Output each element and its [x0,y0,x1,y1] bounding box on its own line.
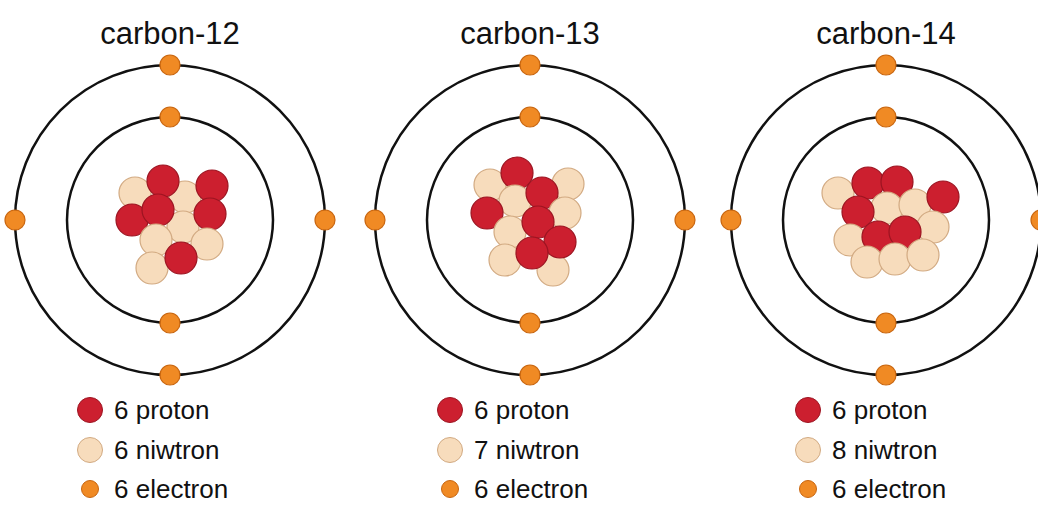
electron [160,55,180,75]
legend-swatch [437,397,463,423]
neutron [907,239,939,271]
legend-swatch-box [76,396,104,424]
legend-swatch [795,437,821,463]
legend-swatch [77,397,103,423]
electron [520,55,540,75]
inner-shell [783,117,989,323]
electron [876,313,896,333]
legend-row: 6 proton [436,393,569,427]
electron [520,107,540,127]
isotope-title: carbon-12 [100,16,240,52]
electron [5,210,25,230]
isotope-title-text: carbon-13 [460,16,600,51]
legend-swatch-box [76,475,104,503]
legend-swatch-box [436,475,464,503]
legend-swatch [795,397,821,423]
electron [1031,210,1038,230]
electron [365,210,385,230]
legend-swatch [437,437,463,463]
isotope-title-text: carbon-14 [816,16,956,51]
electron [675,210,695,230]
proton [142,194,174,226]
isotope-title: carbon-13 [460,16,600,52]
proton [544,226,576,258]
electron [520,365,540,385]
proton [165,242,197,274]
legend-swatch [81,480,99,498]
legend-swatch-box [794,436,822,464]
legend-swatch-box [794,396,822,424]
isotope-title: carbon-14 [816,16,956,52]
neutron [917,211,949,243]
neutron [851,246,883,278]
electron [520,313,540,333]
legend-swatch [441,480,459,498]
legend-text: 6 electron [114,474,228,505]
neutron [136,252,168,284]
legend-swatch-box [794,475,822,503]
legend-text: 6 proton [114,395,209,426]
legend-swatch-box [436,436,464,464]
proton [147,165,179,197]
legend-row: 6 electron [436,472,588,506]
legend-swatch-box [76,436,104,464]
legend-text: 7 niwtron [474,435,580,466]
proton [196,170,228,202]
legend-text: 6 proton [832,395,927,426]
proton [194,198,226,230]
outer-shell [15,65,325,375]
electron [315,210,335,230]
neutron [879,243,911,275]
legend-text: 6 electron [832,474,946,505]
legend-row: 6 niwtron [76,433,220,467]
inner-shell [427,117,633,323]
electron [160,107,180,127]
legend-swatch [77,437,103,463]
legend-row: 7 niwtron [436,433,580,467]
proton [516,237,548,269]
electron [160,313,180,333]
legend-text: 6 proton [474,395,569,426]
outer-shell [375,65,685,375]
proton [927,181,959,213]
electron [876,55,896,75]
electron [160,365,180,385]
legend-row: 6 proton [76,393,209,427]
electron [876,107,896,127]
legend-text: 6 niwtron [114,435,220,466]
isotope-title-text: carbon-12 [100,16,240,51]
legend-swatch-box [436,396,464,424]
outer-shell [731,65,1038,375]
legend-swatch [799,480,817,498]
electron [721,210,741,230]
inner-shell [67,117,273,323]
legend-text: 6 electron [474,474,588,505]
legend-row: 6 electron [794,472,946,506]
electron [876,365,896,385]
legend-row: 8 niwtron [794,433,938,467]
legend-row: 6 electron [76,472,228,506]
legend-row: 6 proton [794,393,927,427]
legend-text: 8 niwtron [832,435,938,466]
